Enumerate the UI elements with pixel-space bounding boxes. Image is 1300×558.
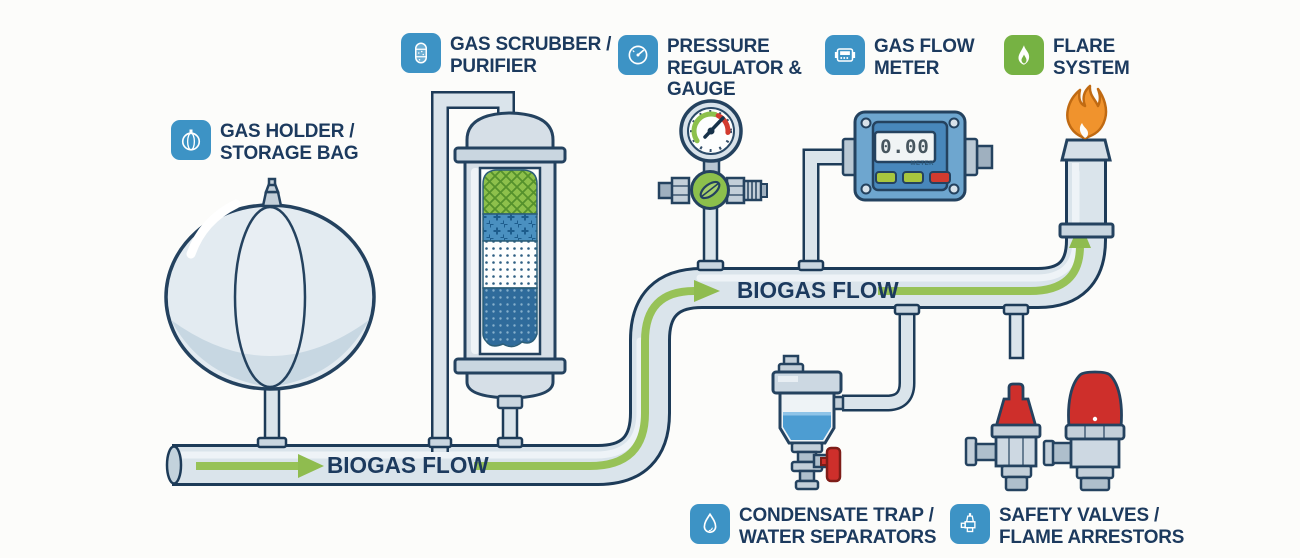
condensate-trap-label: CONDENSATE TRAP / WATER SEPARATORS (690, 504, 942, 548)
gas-holder-label-line1: GAS HOLDER / (220, 120, 355, 142)
flare-system-label: FLARE SYSTEM (1004, 35, 1132, 79)
condensate-trap (771, 354, 845, 491)
gas-scrubber-label: GAS SCRUBBER / PURIFIER (401, 33, 616, 77)
gas-scrubber-label-line2: PURIFIER (450, 54, 537, 77)
valve-cap-left (994, 382, 1038, 429)
gauge-needle (703, 116, 725, 139)
condensate-trap-label-line1: CONDENSATE TRAP / (739, 504, 934, 526)
pressure-regulator-label-line3: GAUGE (667, 78, 736, 100)
gas-flow-meter-device (841, 110, 994, 202)
pressure-regulator-label-line2: REGULATOR & (667, 56, 802, 79)
flare-stack (1058, 84, 1115, 239)
branch-pipes (256, 91, 1030, 452)
flare-flame (1066, 84, 1108, 140)
meter-button-3 (929, 171, 951, 184)
balloon-valve (261, 177, 283, 208)
gas-flow-meter-label-line2: METER (874, 56, 940, 79)
pressure-regulator-label: PRESSURE REGULATOR & GAUGE (618, 35, 806, 101)
pipe-open-end (165, 445, 183, 485)
trap-water (783, 412, 831, 440)
gas-scrubber-label-line1: GAS SCRUBBER / (450, 33, 612, 55)
droplet-icon (690, 504, 730, 544)
valve-cap-right (1067, 370, 1123, 429)
biogas-flow-text-bottom: BIOGAS FLOW (327, 452, 489, 478)
safety-valve-left (964, 382, 1042, 492)
meter-button-1 (875, 171, 897, 184)
flow-arrows (196, 222, 1091, 478)
safety-valves-label-line2: FLAME ARRESTORS (999, 525, 1185, 548)
gas-holder-label: GAS HOLDER / STORAGE BAG (171, 120, 363, 164)
gauge-icon (618, 35, 658, 75)
scrubber-layer-dark (482, 287, 538, 348)
meter-button-2 (902, 171, 924, 184)
flare-nozzle (1060, 138, 1112, 162)
meter-lcd (873, 130, 937, 164)
gas-holder-label-line2: STORAGE BAG (220, 141, 359, 164)
safety-valves-label-line1: SAFETY VALVES / (999, 504, 1160, 526)
gas-flow-meter-label: GAS FLOW METER (825, 35, 977, 79)
flow-arrowhead-bottom (298, 454, 324, 478)
safety-valve-icon (950, 504, 990, 544)
pressure-regulator (657, 99, 768, 210)
scrubber-vessel (453, 111, 567, 410)
gas-flow-meter-label-line1: GAS FLOW (874, 35, 975, 57)
flow-arrowhead-mid (694, 280, 720, 302)
flare-system-label-line1: FLARE (1053, 35, 1116, 57)
gas-holder-balloon (164, 177, 376, 391)
balloon-icon (171, 120, 211, 160)
flare-system-label-line2: SYSTEM (1053, 56, 1130, 79)
condensate-trap-label-line2: WATER SEPARATORS (739, 525, 937, 548)
safety-valve-right (1042, 370, 1126, 492)
scrubber-icon (401, 33, 441, 73)
scrubber-layer-blue (482, 213, 538, 242)
pressure-regulator-label-line1: PRESSURE (667, 35, 770, 57)
scrubber-layer-green (482, 169, 538, 215)
biogas-flow-text-top: BIOGAS FLOW (737, 277, 899, 303)
flame-icon (1004, 35, 1044, 75)
scrubber-layer-white (482, 240, 538, 289)
meter-display-value: 0.00 (880, 136, 930, 158)
flow-meter-icon (825, 35, 865, 75)
safety-valves-label: SAFETY VALVES / FLAME ARRESTORS (950, 504, 1190, 548)
meter-display-unit: METER (910, 161, 934, 167)
